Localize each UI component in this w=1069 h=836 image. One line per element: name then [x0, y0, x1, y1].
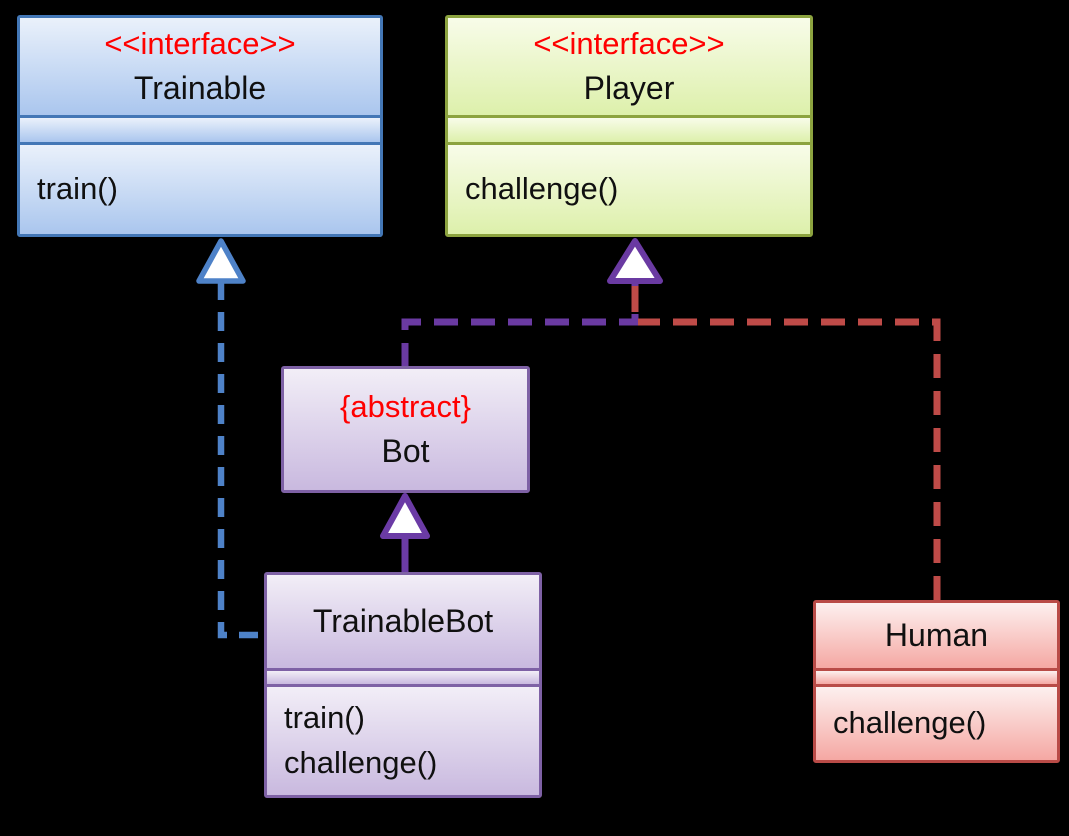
class-name: Bot: [381, 432, 430, 469]
title-compartment: <<interface>> Player: [448, 18, 810, 115]
realization-line-trainablebot-trainable: [217, 281, 261, 639]
method-label: challenge(): [465, 171, 619, 207]
hollow-triangle-arrowhead-bot: [380, 493, 430, 539]
class-box-trainable: <<interface>> Trainable train(): [17, 15, 383, 237]
method-label: challenge(): [833, 705, 987, 741]
methods-compartment: challenge(): [816, 684, 1057, 760]
class-box-trainablebot: TrainableBot train() challenge(): [264, 572, 542, 798]
attributes-compartment: [816, 668, 1057, 684]
class-box-player: <<interface>> Player challenge(): [445, 15, 813, 237]
methods-compartment: train() challenge(): [267, 684, 539, 795]
method-label: train(): [284, 700, 365, 736]
stereotype-label: {abstract}: [340, 389, 471, 425]
class-box-human: Human challenge(): [813, 600, 1060, 763]
method-label: train(): [37, 171, 118, 207]
hollow-triangle-arrowhead-player: [607, 238, 663, 284]
methods-compartment: challenge(): [448, 142, 810, 234]
attributes-compartment: [20, 115, 380, 142]
class-name: TrainableBot: [312, 603, 494, 640]
class-box-bot: {abstract} Bot: [281, 366, 530, 493]
title-compartment: TrainableBot: [267, 575, 539, 668]
attributes-compartment: [448, 115, 810, 142]
hollow-triangle-arrowhead-trainable: [196, 238, 246, 284]
class-name: Player: [583, 69, 675, 106]
attributes-compartment: [267, 668, 539, 684]
realization-line-bot-player: [401, 278, 639, 367]
title-compartment: Human: [816, 603, 1057, 668]
methods-compartment: train(): [20, 142, 380, 234]
method-label: challenge(): [284, 745, 438, 780]
class-name: Trainable: [133, 69, 267, 106]
realization-line-human-player: [638, 318, 941, 600]
class-name: Human: [884, 617, 989, 654]
title-compartment: {abstract} Bot: [284, 369, 527, 490]
stereotype-label: <<interface>>: [104, 26, 296, 62]
stereotype-label: <<interface>>: [533, 26, 725, 62]
title-compartment: <<interface>> Trainable: [20, 18, 380, 115]
